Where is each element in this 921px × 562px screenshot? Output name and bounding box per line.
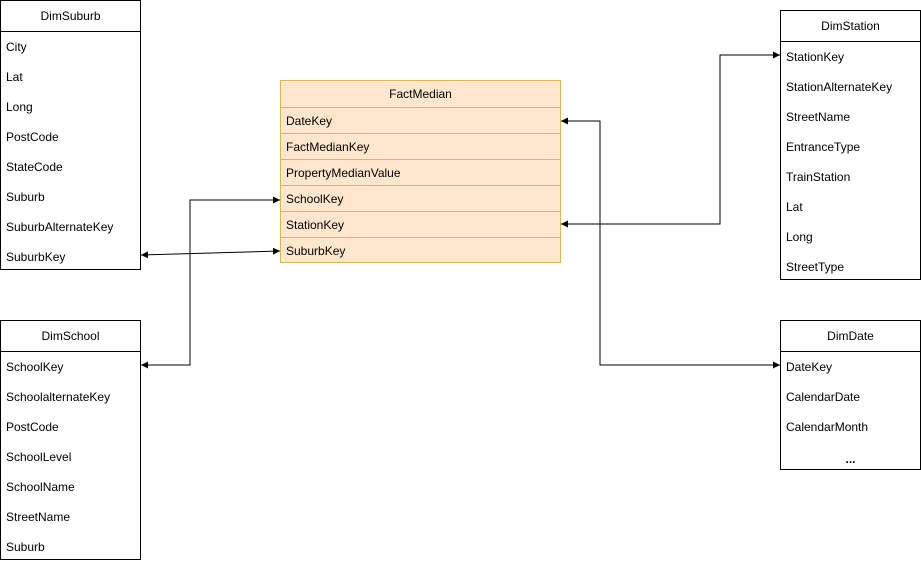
connector-school-key[interactable] <box>141 196 280 369</box>
fact-median-field-suburb-key[interactable]: SuburbKey <box>286 244 346 258</box>
dim-date-more-fields: ... <box>845 452 856 466</box>
dim-station-field-entrance-type[interactable]: EntranceType <box>786 140 861 154</box>
dim-station-title: DimStation <box>781 11 920 42</box>
dim-suburb-field-suburb[interactable]: Suburb <box>6 190 45 204</box>
dim-date-field-calendar-date[interactable]: CalendarDate <box>786 390 861 404</box>
fact-median-field-date-key[interactable]: DateKey <box>281 108 560 134</box>
fact-median-field-school-key[interactable]: SchoolKey <box>281 186 560 212</box>
fact-median-field-property-median-value[interactable]: PropertyMedianValue <box>281 160 560 186</box>
dim-suburb-field-postcode[interactable]: PostCode <box>6 130 59 144</box>
connector-suburb-key[interactable] <box>140 247 281 259</box>
dim-school-title: DimSchool <box>1 321 140 352</box>
dim-suburb-field-statecode[interactable]: StateCode <box>6 160 63 174</box>
dim-station-field-train-station[interactable]: TrainStation <box>786 170 851 184</box>
dim-station-field-street-name[interactable]: StreetName <box>786 110 851 124</box>
dim-suburb-table[interactable]: DimSuburb City Lat Long PostCode StateCo… <box>0 0 141 270</box>
dim-date-field-date-key[interactable]: DateKey <box>786 360 833 374</box>
dim-suburb-field-city[interactable]: City <box>6 40 27 54</box>
fact-median-table[interactable]: FactMedian DateKey FactMedianKey Propert… <box>280 80 561 263</box>
dim-school-field-school-alternate-key[interactable]: SchoolalternateKey <box>6 390 111 404</box>
dim-school-field-suburb[interactable]: Suburb <box>6 540 45 554</box>
dim-suburb-field-lat[interactable]: Lat <box>6 70 23 84</box>
dim-station-table[interactable]: DimStation StationKey StationAlternateKe… <box>780 10 921 280</box>
dim-school-field-school-name[interactable]: SchoolName <box>6 480 75 494</box>
dim-suburb-field-suburb-key[interactable]: SuburbKey <box>6 250 66 264</box>
dim-date-table[interactable]: DimDate DateKey CalendarDate CalendarMon… <box>780 320 921 470</box>
dim-school-field-school-key[interactable]: SchoolKey <box>6 360 64 374</box>
dim-suburb-field-long[interactable]: Long <box>6 100 33 114</box>
dim-school-field-postcode[interactable]: PostCode <box>6 420 59 434</box>
dim-date-title: DimDate <box>781 321 920 352</box>
dim-station-field-long[interactable]: Long <box>786 230 813 244</box>
dim-station-field-station-alternate-key[interactable]: StationAlternateKey <box>786 80 893 94</box>
fact-median-title: FactMedian <box>281 81 560 108</box>
dim-date-field-calendar-month[interactable]: CalendarMonth <box>786 420 869 434</box>
connector-date-key[interactable] <box>561 117 780 369</box>
fact-median-field-station-key[interactable]: StationKey <box>281 212 560 238</box>
dim-station-field-lat[interactable]: Lat <box>786 200 803 214</box>
dim-school-field-school-level[interactable]: SchoolLevel <box>6 450 72 464</box>
dim-suburb-title: DimSuburb <box>1 1 140 32</box>
dim-station-field-street-type[interactable]: StreetType <box>786 260 845 274</box>
dim-school-table[interactable]: DimSchool SchoolKey SchoolalternateKey P… <box>0 320 141 560</box>
fact-median-field-fact-median-key[interactable]: FactMedianKey <box>281 134 560 160</box>
dim-suburb-field-suburb-alternate-key[interactable]: SuburbAlternateKey <box>6 220 114 234</box>
dim-station-field-station-key[interactable]: StationKey <box>786 50 845 64</box>
dim-school-field-street-name[interactable]: StreetName <box>6 510 71 524</box>
connector-station-key[interactable] <box>561 51 780 228</box>
